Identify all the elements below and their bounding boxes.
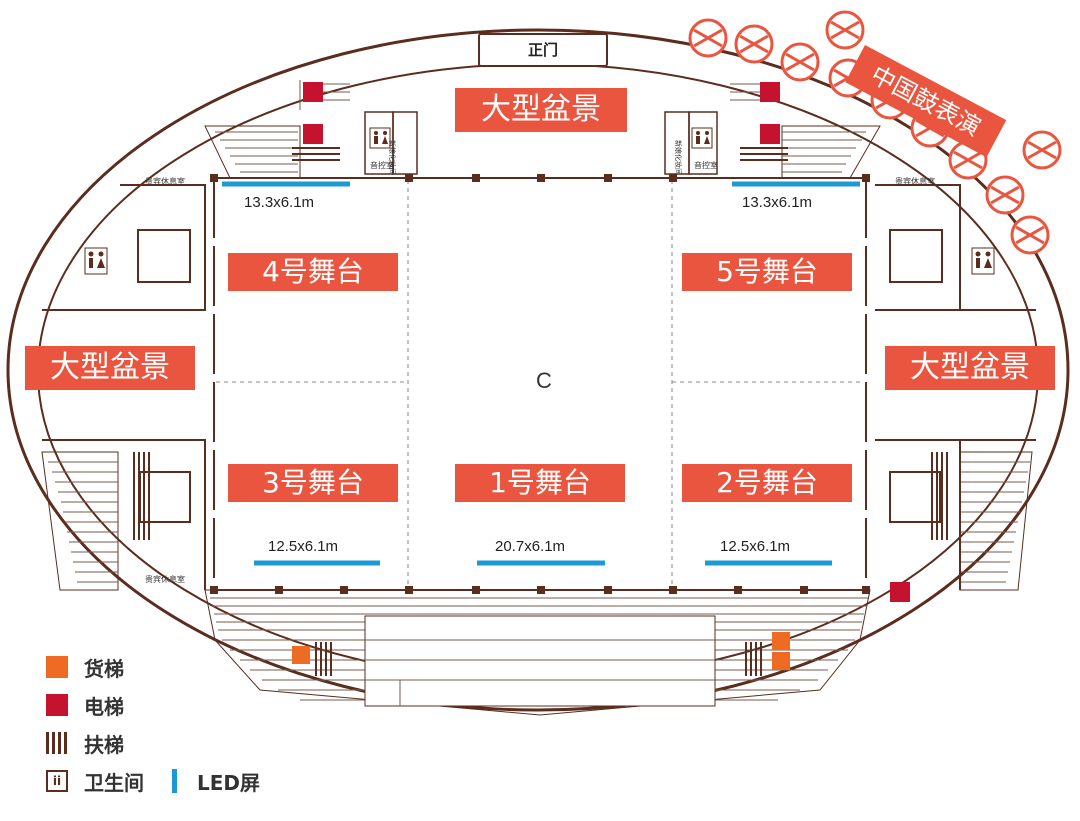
led-screens [222, 181, 860, 566]
elevator-icon [890, 582, 910, 602]
gate-rooms [364, 111, 718, 175]
freight-elevator-icon [46, 656, 68, 678]
elevator-icon [760, 124, 780, 144]
bonsai-right-label: 大型盆景 [885, 346, 1055, 390]
restroom-icon: ii [46, 770, 68, 792]
legend-restroom: ii 卫生间 LED屏 [46, 762, 260, 800]
drum-icon [1010, 215, 1050, 255]
dressing-room-right: 新娘化妆间 [674, 140, 682, 175]
bonsai-left-label: 大型盆景 [25, 346, 195, 390]
elevator-icon [303, 124, 323, 144]
drum-icon [688, 18, 728, 58]
restroom-icon [691, 127, 713, 149]
stage-5-label: 5号舞台 [682, 253, 852, 291]
escalator-icon [745, 642, 762, 676]
legend: 货梯 电梯 扶梯 ii 卫生间 LED屏 [46, 648, 260, 800]
control-room-left: 音控室 [370, 161, 394, 170]
drum-icon [780, 42, 820, 82]
stage-3-label: 3号舞台 [228, 464, 398, 502]
escalators [133, 147, 948, 676]
led-screen-icon [172, 769, 177, 793]
escalator-icon [315, 642, 332, 676]
screen-br-size: 12.5x6.1m [720, 538, 791, 555]
elevator-icon [46, 694, 68, 716]
legend-led-label: LED屏 [197, 770, 261, 795]
drum-icon [825, 10, 865, 50]
bonsai-top-label: 大型盆景 [455, 88, 627, 132]
freight-elevator-icon [292, 646, 310, 664]
drum-icon [985, 175, 1025, 215]
restroom-icon [971, 247, 995, 275]
restrooms [84, 127, 995, 275]
elevator-icon [760, 82, 780, 102]
legend-elevator-label: 电梯 [84, 694, 124, 719]
vip-room-tr: 贵宾休息室 [895, 177, 935, 186]
control-room-right: 音控室 [694, 161, 718, 170]
screen-bc-size: 20.7x6.1m [495, 538, 566, 555]
wall-pillars [210, 174, 870, 594]
escalator-icon [740, 147, 788, 161]
screen-tr-size: 13.3x6.1m [742, 194, 813, 211]
center-marker: C [536, 368, 552, 393]
screen-bl-size: 12.5x6.1m [268, 538, 339, 555]
restroom-icon [84, 247, 108, 275]
legend-escalator-label: 扶梯 [84, 732, 124, 757]
escalator-icon [292, 147, 340, 161]
stage-4-label: 4号舞台 [228, 253, 398, 291]
freight-elevators [292, 632, 790, 670]
seating-left [41, 451, 119, 591]
escalator-icon [133, 452, 150, 540]
drum-icon [734, 24, 774, 64]
dressing-room-left: 新娘化妆间 [388, 140, 396, 175]
escalator-icon [931, 452, 948, 540]
main-gate-label: 正门 [478, 33, 608, 67]
vip-room-tl: 贵宾休息室 [145, 177, 185, 186]
elevators [303, 82, 910, 602]
arena-outline [6, 28, 1070, 712]
legend-freight-label: 货梯 [84, 656, 124, 681]
escalator-icon [46, 732, 68, 754]
legend-freight: 货梯 [46, 648, 260, 686]
freight-elevator-icon [772, 652, 790, 670]
legend-escalator: 扶梯 [46, 724, 260, 762]
vip-room-bl: 贵宾休息室 [145, 575, 185, 584]
restroom-icon [369, 127, 391, 149]
stage-1-label: 1号舞台 [455, 464, 625, 502]
freight-elevator-icon [772, 632, 790, 650]
legend-restroom-label: 卫生间 [84, 770, 144, 795]
seating-bottom [204, 589, 871, 716]
stage-2-label: 2号舞台 [682, 464, 852, 502]
drum-icon [1022, 130, 1062, 170]
legend-elevator: 电梯 [46, 686, 260, 724]
side-rooms [42, 184, 1036, 590]
screen-tl-size: 13.3x6.1m [244, 194, 315, 211]
elevator-icon [303, 82, 323, 102]
